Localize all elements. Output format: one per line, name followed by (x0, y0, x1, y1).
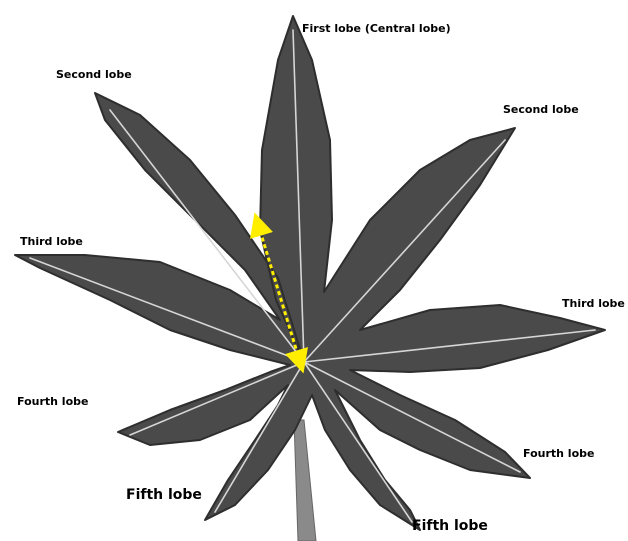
label-third-lobe-right: Third lobe (562, 297, 625, 310)
label-first-lobe: First lobe (Central lobe) (302, 22, 451, 35)
leaf-blade (15, 16, 605, 530)
label-second-lobe-left: Second lobe (56, 68, 132, 81)
label-fifth-lobe-left: Fifth lobe (126, 487, 202, 503)
petiole (294, 420, 316, 541)
label-fourth-lobe-left: Fourth lobe (17, 395, 88, 408)
label-third-lobe-left: Third lobe (20, 235, 83, 248)
label-fourth-lobe-right: Fourth lobe (523, 447, 594, 460)
label-second-lobe-right: Second lobe (503, 103, 579, 116)
label-fifth-lobe-right: Fifth lobe (412, 518, 488, 534)
